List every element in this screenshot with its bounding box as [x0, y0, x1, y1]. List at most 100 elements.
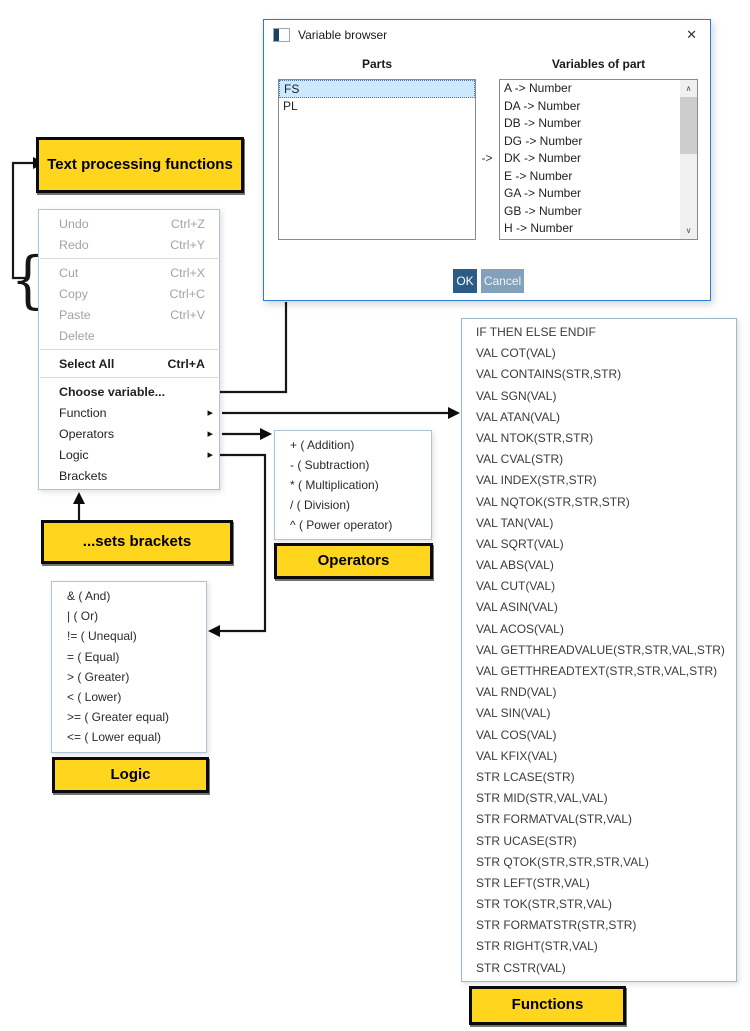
menu-item-shortcut: Ctrl+X: [170, 265, 205, 280]
scroll-down-icon[interactable]: ∨: [685, 226, 692, 235]
menu-item-shortcut: Ctrl+Z: [170, 216, 205, 231]
menu-item[interactable]: STR TOK(STR,STR,VAL): [476, 897, 613, 912]
menu-item[interactable]: - ( Subtraction): [290, 458, 370, 472]
menu-item-brackets[interactable]: Brackets ▸: [39, 465, 219, 486]
scrollbar-thumb[interactable]: [680, 97, 697, 154]
callout-sets-brackets: ...sets brackets: [41, 520, 233, 564]
menu-item-label: Paste: [59, 307, 91, 322]
menu-item-paste[interactable]: Paste Ctrl+V ▸: [39, 304, 219, 325]
menu-item[interactable]: VAL GETTHREADVALUE(STR,STR,VAL,STR): [476, 642, 725, 657]
menu-item[interactable]: STR MID(STR,VAL,VAL): [476, 791, 608, 806]
menu-item[interactable]: VAL RND(VAL): [476, 685, 557, 700]
list-item[interactable]: GA -> Number: [504, 186, 582, 200]
menu-item-undo[interactable]: Undo Ctrl+Z ▸: [39, 213, 219, 234]
menu-item[interactable]: VAL COT(VAL): [476, 346, 556, 361]
menu-item-copy[interactable]: Copy Ctrl+C ▸: [39, 283, 219, 304]
menu-item[interactable]: ^ ( Power operator): [290, 518, 393, 532]
menu-item[interactable]: | ( Or): [67, 609, 99, 624]
close-icon[interactable]: ✕: [686, 27, 697, 42]
variables-column-label: Variables of part: [551, 57, 646, 71]
menu-item[interactable]: VAL CUT(VAL): [476, 579, 556, 594]
menu-item-label: Copy: [59, 286, 88, 301]
menu-item[interactable]: STR LEFT(STR,VAL): [476, 875, 590, 890]
menu-item[interactable]: + ( Addition): [290, 438, 355, 452]
menu-item[interactable]: / ( Division): [290, 498, 351, 512]
arrowhead-logic: [208, 625, 220, 637]
menu-item[interactable]: VAL COS(VAL): [476, 727, 557, 742]
list-item[interactable]: H -> Number: [504, 221, 574, 235]
menu-item[interactable]: < ( Lower): [67, 689, 122, 704]
menu-separator: [40, 258, 218, 259]
menu-item[interactable]: STR UCASE(STR): [476, 833, 577, 848]
variables-list[interactable]: A -> Number DA -> Number DB -> Number DG ->…: [499, 79, 698, 240]
menu-item[interactable]: VAL TAN(VAL): [476, 515, 554, 530]
menu-item[interactable]: STR RIGHT(STR,VAL): [476, 939, 598, 954]
list-item[interactable]: DK -> Number: [504, 151, 582, 165]
callout-functions: Functions: [469, 986, 626, 1025]
menu-item-cut[interactable]: Cut Ctrl+X ▸: [39, 262, 219, 283]
menu-item-operators[interactable]: Operators ▸: [39, 423, 219, 444]
connector-textprocessing: [11, 161, 34, 280]
menu-item[interactable]: STR FORMATVAL(STR,VAL): [476, 812, 633, 827]
menu-item-select-all[interactable]: Select All Ctrl+A ▸: [39, 353, 219, 374]
menu-item[interactable]: VAL ATAN(VAL): [476, 409, 561, 424]
list-item[interactable]: GB -> Number: [504, 203, 582, 218]
menu-item-shortcut: Ctrl+Y: [170, 237, 205, 252]
menu-item[interactable]: > ( Greater): [67, 669, 130, 684]
menu-item[interactable]: VAL SGN(VAL): [476, 388, 557, 403]
list-item[interactable]: DB -> Number: [504, 116, 582, 130]
menu-item[interactable]: & ( And): [67, 589, 111, 603]
menu-item[interactable]: = ( Equal): [67, 649, 120, 664]
variable-browser-icon: [273, 28, 290, 42]
maps-to-arrow: ->: [481, 151, 493, 165]
list-item[interactable]: A -> Number: [504, 81, 572, 95]
menu-item-delete[interactable]: Delete ▸: [39, 325, 219, 346]
menu-item[interactable]: >= ( Greater equal): [67, 710, 170, 725]
menu-item[interactable]: IF THEN ELSE ENDIF: [476, 325, 596, 339]
menu-item-label: Operators: [59, 426, 115, 441]
arrowhead-function: [448, 407, 460, 419]
scroll-up-icon[interactable]: ∧: [685, 84, 692, 93]
parts-column-label: Parts: [361, 57, 393, 71]
menu-item[interactable]: != ( Unequal): [67, 629, 137, 644]
list-item[interactable]: DA -> Number: [504, 98, 581, 113]
menu-item[interactable]: VAL INDEX(STR,STR): [476, 473, 597, 488]
menu-item[interactable]: VAL SQRT(VAL): [476, 536, 564, 551]
menu-item[interactable]: STR FORMATSTR(STR,STR): [476, 918, 637, 933]
menu-item-function[interactable]: Function ▸: [39, 402, 219, 423]
list-item[interactable]: FS: [279, 80, 475, 98]
menu-item[interactable]: VAL NQTOK(STR,STR,STR): [476, 494, 630, 509]
menu-item[interactable]: VAL KFIX(VAL): [476, 748, 558, 763]
list-item[interactable]: DG -> Number: [504, 133, 583, 148]
cancel-button[interactable]: Cancel: [481, 269, 524, 293]
list-item[interactable]: E -> Number: [504, 168, 573, 183]
menu-item-redo[interactable]: Redo Ctrl+Y ▸: [39, 234, 219, 255]
menu-item-choose-variable[interactable]: Choose variable... ▸: [39, 381, 219, 402]
menu-item[interactable]: VAL NTOK(STR,STR): [476, 430, 594, 445]
menu-item[interactable]: VAL SIN(VAL): [476, 706, 551, 721]
menu-item[interactable]: VAL ABS(VAL): [476, 558, 554, 573]
menu-item[interactable]: VAL CVAL(STR): [476, 452, 564, 467]
menu-item[interactable]: VAL GETTHREADTEXT(STR,STR,VAL,STR): [476, 664, 718, 678]
menu-item-logic[interactable]: Logic ▸: [39, 444, 219, 465]
menu-item[interactable]: <= ( Lower equal): [67, 730, 162, 745]
dialog-titlebar[interactable]: Variable browser: [264, 20, 710, 50]
menu-item[interactable]: VAL CONTAINS(STR,STR): [476, 367, 622, 382]
scrollbar[interactable]: ∧ ∨: [680, 80, 697, 239]
ok-button[interactable]: OK: [453, 269, 477, 293]
menu-item[interactable]: * ( Multiplication): [290, 478, 379, 492]
context-menu: Undo Ctrl+Z ▸ Redo Ctrl+Y ▸ Cut Ctrl+X ▸…: [38, 209, 220, 490]
list-item[interactable]: PL: [283, 98, 298, 113]
menu-item[interactable]: STR LCASE(STR): [476, 769, 575, 784]
menu-item[interactable]: STR CSTR(VAL): [476, 960, 566, 975]
callout-logic: Logic: [52, 757, 209, 793]
menu-item[interactable]: STR QTOK(STR,STR,STR,VAL): [476, 854, 649, 869]
menu-item-shortcut: Ctrl+V: [170, 307, 205, 322]
menu-item[interactable]: VAL ASIN(VAL): [476, 600, 558, 615]
menu-item-label: Cut: [59, 265, 79, 280]
menu-item[interactable]: VAL ACOS(VAL): [476, 621, 564, 636]
menu-item-label: Delete: [59, 328, 95, 343]
